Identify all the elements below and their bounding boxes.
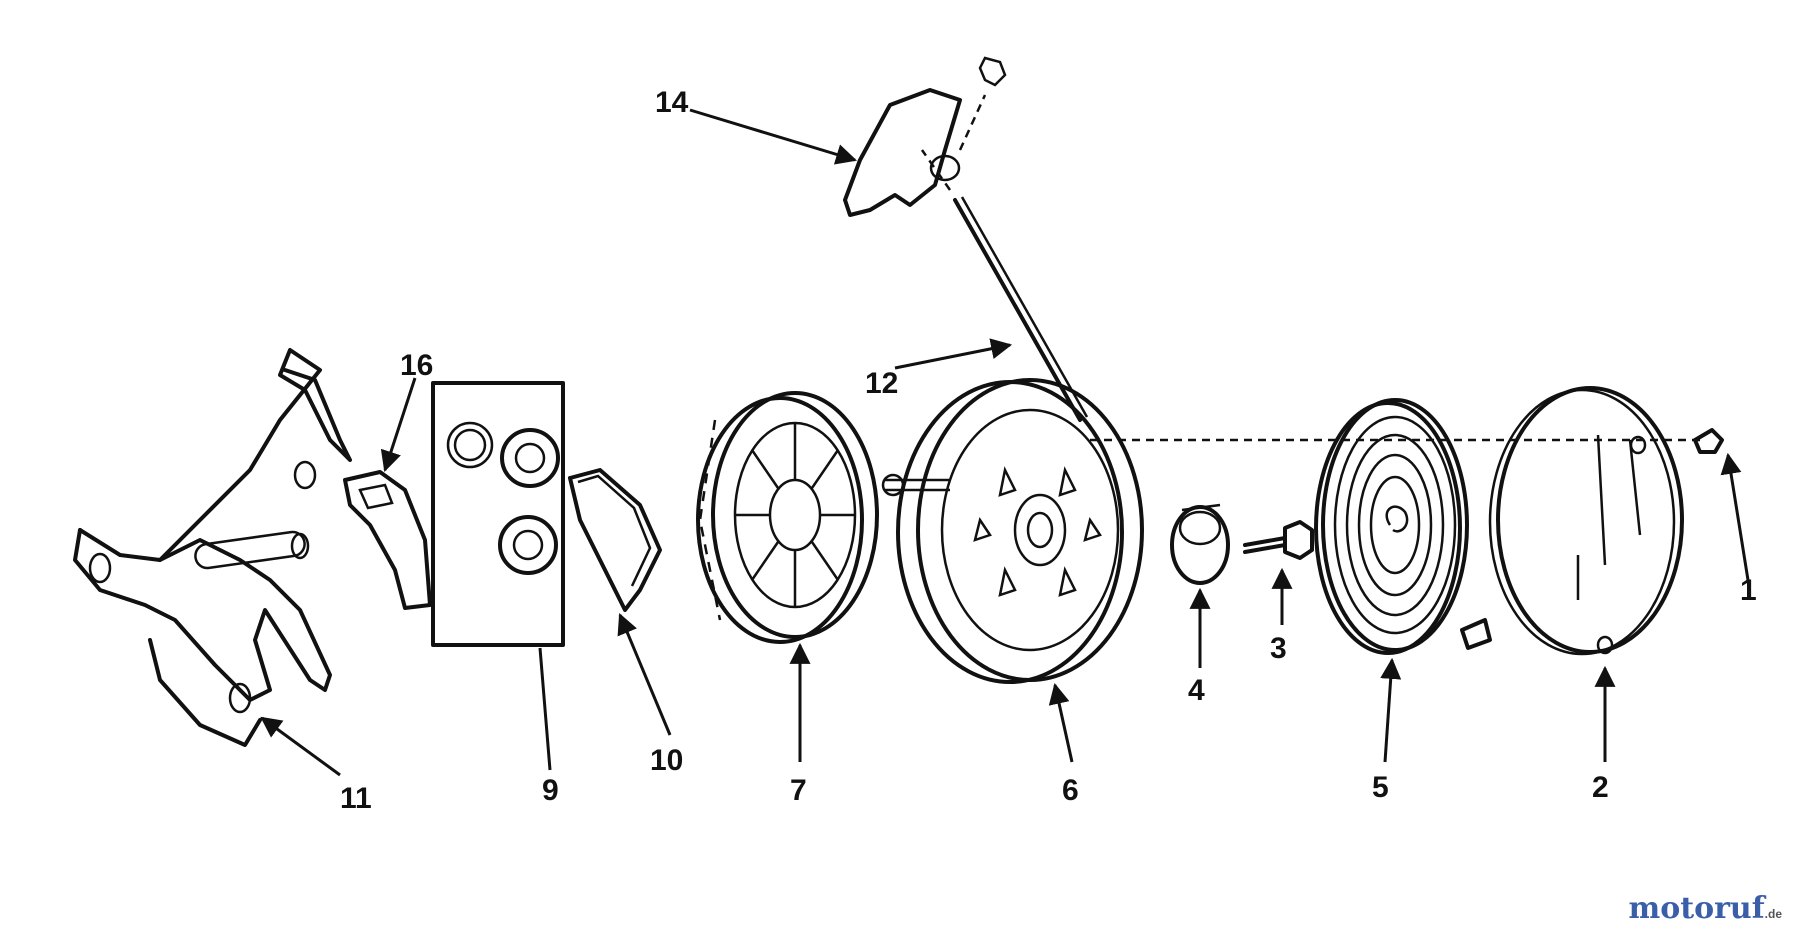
- watermark-text: motoruf: [1628, 891, 1765, 926]
- callout-14: 14: [655, 86, 689, 119]
- part-5-recoil-spring: [1314, 398, 1492, 655]
- part-7-gear: [696, 391, 879, 644]
- watermark-logo: motoruf.de: [1629, 891, 1783, 926]
- callout-1: 1: [1740, 574, 1757, 607]
- callout-12: 12: [865, 367, 898, 400]
- callout-6: 6: [1062, 774, 1079, 807]
- callout-2: 2: [1592, 771, 1609, 804]
- callout-9: 9: [542, 774, 559, 807]
- part-4-bushing: [1170, 503, 1230, 585]
- part-10-spring: [568, 468, 662, 612]
- callout-7: 7: [790, 774, 807, 807]
- callout-3: 3: [1270, 632, 1287, 665]
- part-6-pulley: [881, 378, 1144, 684]
- part-2-cover: [1488, 386, 1684, 656]
- part-1-screw: [1693, 428, 1724, 454]
- part-12-rope: [920, 149, 1089, 422]
- part-11-bracket: [73, 348, 352, 747]
- watermark-suffix: .de: [1764, 907, 1782, 921]
- leader-lines: [260, 108, 1750, 777]
- callout-11: 11: [340, 782, 372, 815]
- part-3-screw: [1243, 520, 1314, 560]
- callout-5: 5: [1372, 771, 1389, 804]
- part-9-plate-kit: [431, 381, 565, 647]
- callout-16: 16: [400, 349, 433, 382]
- part-16-pawl: [343, 470, 432, 610]
- callout-10: 10: [650, 744, 683, 777]
- callout-4: 4: [1188, 674, 1205, 707]
- part-14-handle: [843, 56, 1007, 217]
